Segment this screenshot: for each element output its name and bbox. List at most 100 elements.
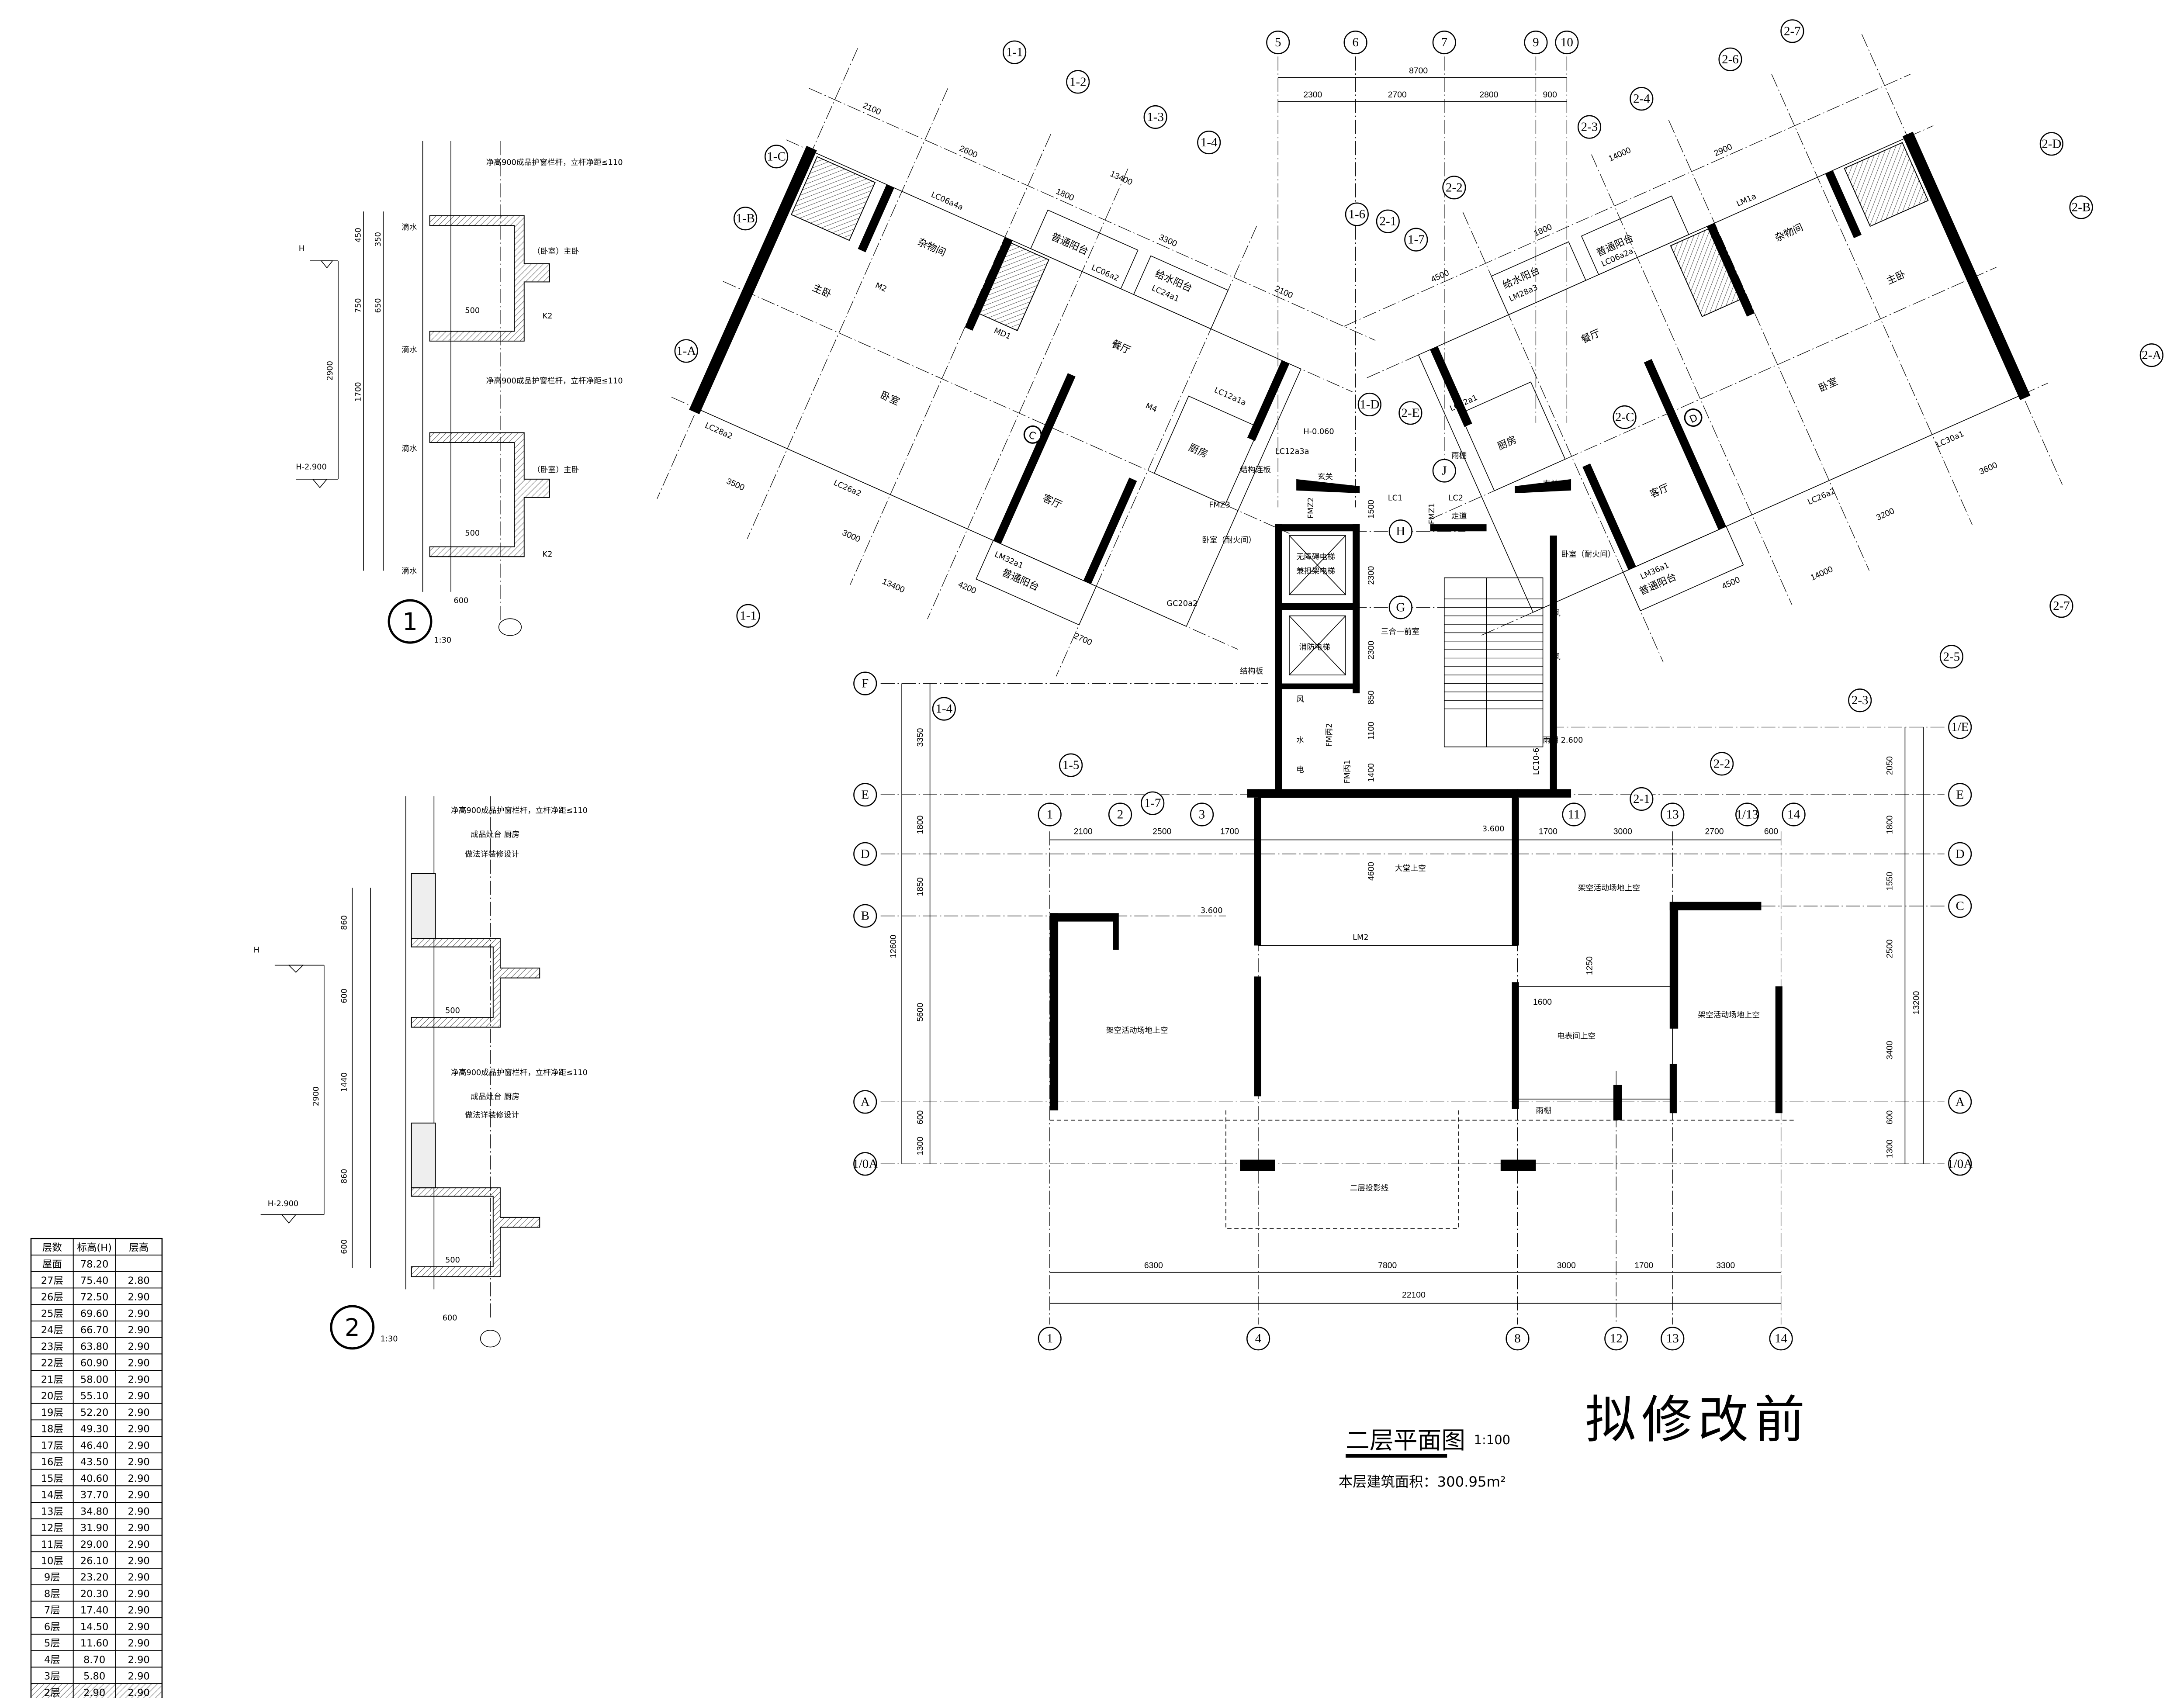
table-cell: 2.90	[128, 1407, 150, 1418]
door-fmz2: FMZ2	[1307, 497, 1315, 519]
grid-axis-bubble: 1/E	[1948, 715, 1972, 739]
room-master: 主卧	[811, 282, 834, 301]
window-tag: LC30a1	[1935, 430, 1965, 450]
grid-axis-label: 1-7	[1144, 796, 1161, 810]
grid-axis-label: E	[1956, 788, 1964, 802]
grid-axis-bubble: 2-6	[1718, 47, 1742, 71]
drawing-title-block: 二层平面图 1:100 本层建筑面积：300.95m² 拟修改前	[1339, 1390, 1805, 1490]
room-dining: 餐厅	[1110, 338, 1132, 356]
grid-axis-bubble: 3	[1190, 802, 1214, 827]
svg-text:8700: 8700	[1409, 66, 1428, 76]
grid-axis-label: 2-2	[1446, 180, 1463, 194]
stair	[1443, 577, 1544, 747]
svg-text:1700: 1700	[1220, 827, 1239, 837]
open-void: 架空活动场地上空	[1698, 1010, 1760, 1020]
svg-text:3600: 3600	[1978, 460, 1999, 477]
detail-2-symbol: 2	[330, 1305, 375, 1350]
level-h-0060: H-0.060	[1303, 428, 1334, 436]
grid-axis-label: 2-7	[1784, 24, 1801, 38]
grid-axis-bubble: A	[853, 1090, 877, 1114]
table-cell: 9层	[44, 1572, 60, 1583]
grid-axis-label: 1	[1046, 807, 1053, 821]
grid-axis-bubble: 2-2	[1710, 752, 1734, 776]
room-foyer: 玄关	[1318, 472, 1333, 481]
dim: 500	[465, 306, 480, 315]
table-cell: 58.00	[80, 1374, 109, 1385]
grid-axis-label: 2	[1117, 807, 1124, 821]
grid-axis-bubble: 5	[1266, 31, 1290, 55]
svg-text:1800: 1800	[915, 816, 925, 834]
room-living: 客厅	[1041, 492, 1063, 511]
dim: 2900	[326, 361, 335, 380]
grid-axis-label: 4	[1255, 1331, 1262, 1345]
grid-axis-label: 2-1	[1379, 214, 1396, 228]
grid-axis-label: 1/0A	[1947, 1157, 1973, 1171]
table-cell: 2.90	[128, 1325, 150, 1336]
table-cell: 52.20	[80, 1407, 109, 1418]
dim: 860	[340, 1169, 349, 1184]
detail-2-scale: 1:30	[381, 1335, 398, 1344]
grid-axis-label: 7	[1441, 35, 1448, 49]
svg-text:2300: 2300	[1367, 641, 1376, 660]
grid-axis-label: 2-D	[2042, 137, 2061, 151]
grid-axis-label: 1/E	[1951, 720, 1969, 734]
grid-axis-bubble: 1-7	[1141, 791, 1165, 815]
table-cell: 2.90	[128, 1440, 150, 1451]
table-cell: 2.90	[128, 1687, 150, 1698]
svg-text:2700: 2700	[1705, 827, 1724, 837]
svg-text:1800: 1800	[1532, 222, 1553, 239]
highlighted-row	[31, 1684, 162, 1698]
table-cell: 19层	[41, 1407, 63, 1418]
grid-axis-label: 2-7	[2053, 599, 2070, 613]
svg-text:3300: 3300	[1716, 1261, 1735, 1270]
table-cell: 2.90	[128, 1308, 150, 1319]
grid-axis-label: 1-7	[1408, 233, 1425, 247]
grid-axis-bubble: 12	[1604, 1327, 1628, 1351]
dim: 860	[340, 915, 349, 930]
table-cell: 46.40	[80, 1440, 109, 1451]
grid-axis-bubble: 1/0A	[852, 1152, 878, 1176]
grid-axis-label: 1	[1046, 1331, 1053, 1345]
counter-note: 成品灶台 厨房	[471, 1092, 519, 1101]
door-tag: LM2	[1353, 934, 1368, 942]
grid-axis-bubble: 2-A	[2139, 343, 2163, 367]
svg-text:1600: 1600	[1533, 997, 1552, 1007]
svg-text:6300: 6300	[1144, 1261, 1163, 1270]
window-tag: LC06a2	[1090, 263, 1120, 283]
grid-axis-label: 1-1	[740, 609, 757, 623]
grid-axis-label: G	[1396, 600, 1405, 614]
dim: 750	[354, 298, 363, 313]
svg-text:900: 900	[1543, 90, 1557, 100]
level-h: H	[299, 244, 305, 253]
svg-text:1700: 1700	[1634, 1261, 1653, 1270]
grid-axis-bubble: F	[853, 671, 877, 695]
grid-axis-bubble: 1-6	[1345, 202, 1369, 226]
grid-axis-label: 2-5	[1943, 650, 1960, 664]
grid-axis-bubble: 1-1	[1003, 40, 1027, 64]
floor-area: 本层建筑面积：300.95m²	[1339, 1473, 1506, 1490]
svg-text:850: 850	[1367, 691, 1376, 705]
core: 无障碍电梯 兼担架电梯 消防电梯 风 水 电 三合一前室 走道 雨棚 雨棚 2.…	[1166, 428, 1616, 798]
svg-text:2500: 2500	[1885, 939, 1894, 958]
svg-text:14000: 14000	[1809, 564, 1834, 583]
window-tag: LC26a2	[1807, 487, 1837, 507]
struct-link-label: 结构连板	[1240, 465, 1271, 474]
table-cell: 69.60	[80, 1308, 109, 1319]
grid-axis-bubble: 6	[1343, 31, 1367, 55]
room-living: 客厅	[1648, 482, 1671, 500]
window-tag: LC26a2	[832, 478, 862, 498]
grid-axis-bubble: 2-B	[2069, 195, 2093, 219]
hall-void: 大堂上空	[1395, 864, 1426, 873]
room-kitchen: 厨房	[1187, 442, 1210, 460]
svg-text:600: 600	[1885, 1110, 1894, 1124]
grid-axis-bubble: 2-D	[2039, 132, 2063, 156]
table-cell: 24层	[41, 1325, 63, 1336]
svg-text:2300: 2300	[1303, 90, 1322, 100]
table-cell: 16层	[41, 1456, 63, 1468]
svg-text:7800: 7800	[1378, 1261, 1397, 1270]
svg-text:2100: 2100	[1273, 284, 1294, 301]
table-cell: 7层	[44, 1605, 60, 1616]
svg-text:1300: 1300	[915, 1137, 925, 1155]
unit-d-wing: 主卧 卧室 杂物间 餐厅 客厅 厨房 普通阳台 给水阳台 普通阳台 LC30a1…	[1344, 34, 2063, 663]
grid-axis-label: 1-4	[1201, 135, 1218, 149]
